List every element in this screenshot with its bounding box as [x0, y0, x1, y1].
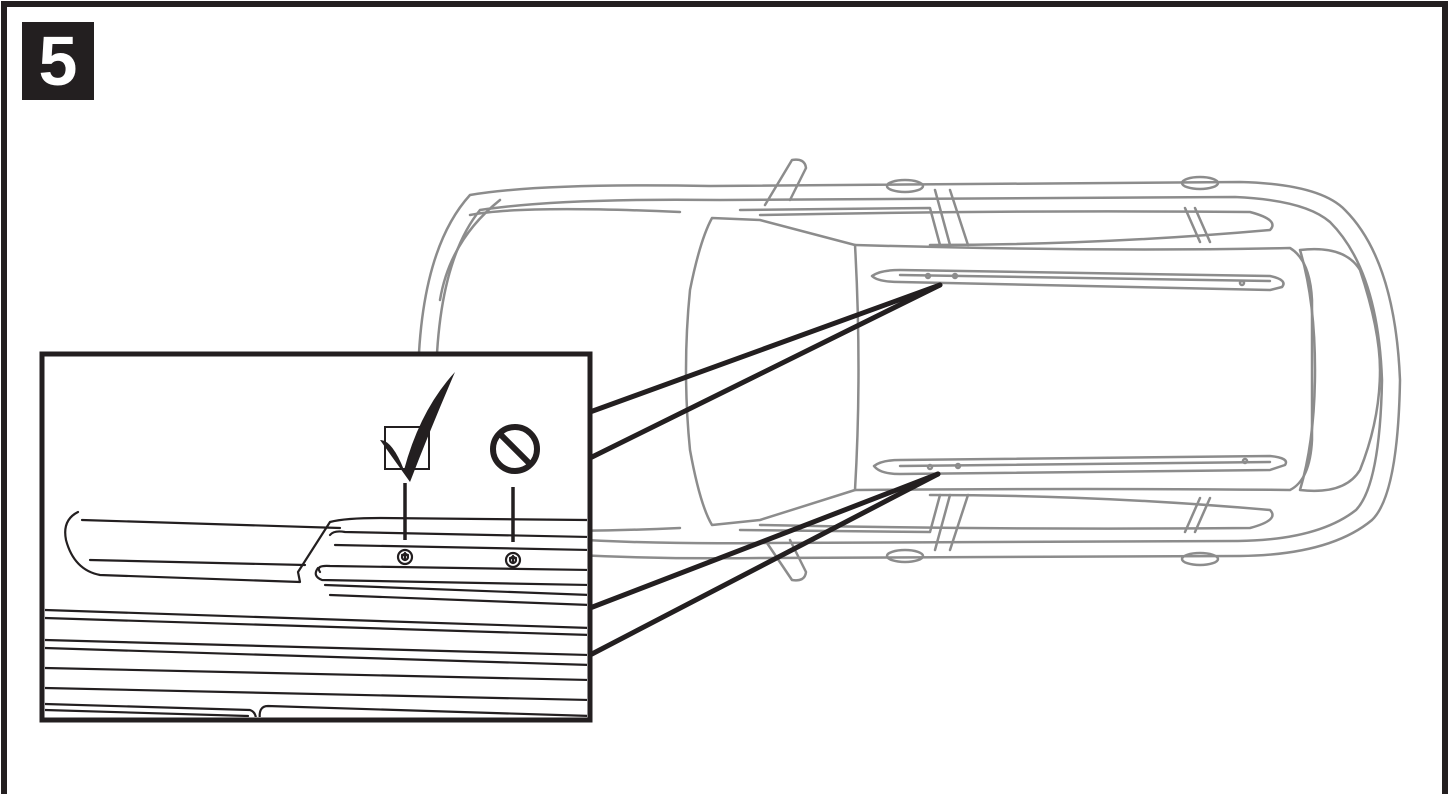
mirror-upper — [763, 158, 808, 207]
rear-window — [1298, 248, 1382, 492]
prohibited-icon — [490, 424, 540, 474]
roof-rail-right — [872, 454, 1288, 476]
mount-point-approved — [396, 548, 414, 566]
check-mark-icon — [380, 372, 455, 482]
windshield — [684, 216, 860, 527]
mirror-lower — [763, 538, 808, 582]
mount-point-not-allowed — [504, 551, 522, 569]
roof-rail-detail-inset — [39, 351, 593, 723]
roof-panel — [853, 243, 1314, 492]
callout-leaders — [587, 282, 943, 658]
vehicle-top-view — [416, 158, 1402, 582]
roof-rail-left — [870, 268, 1285, 292]
step-number-badge: 5 — [22, 22, 94, 100]
